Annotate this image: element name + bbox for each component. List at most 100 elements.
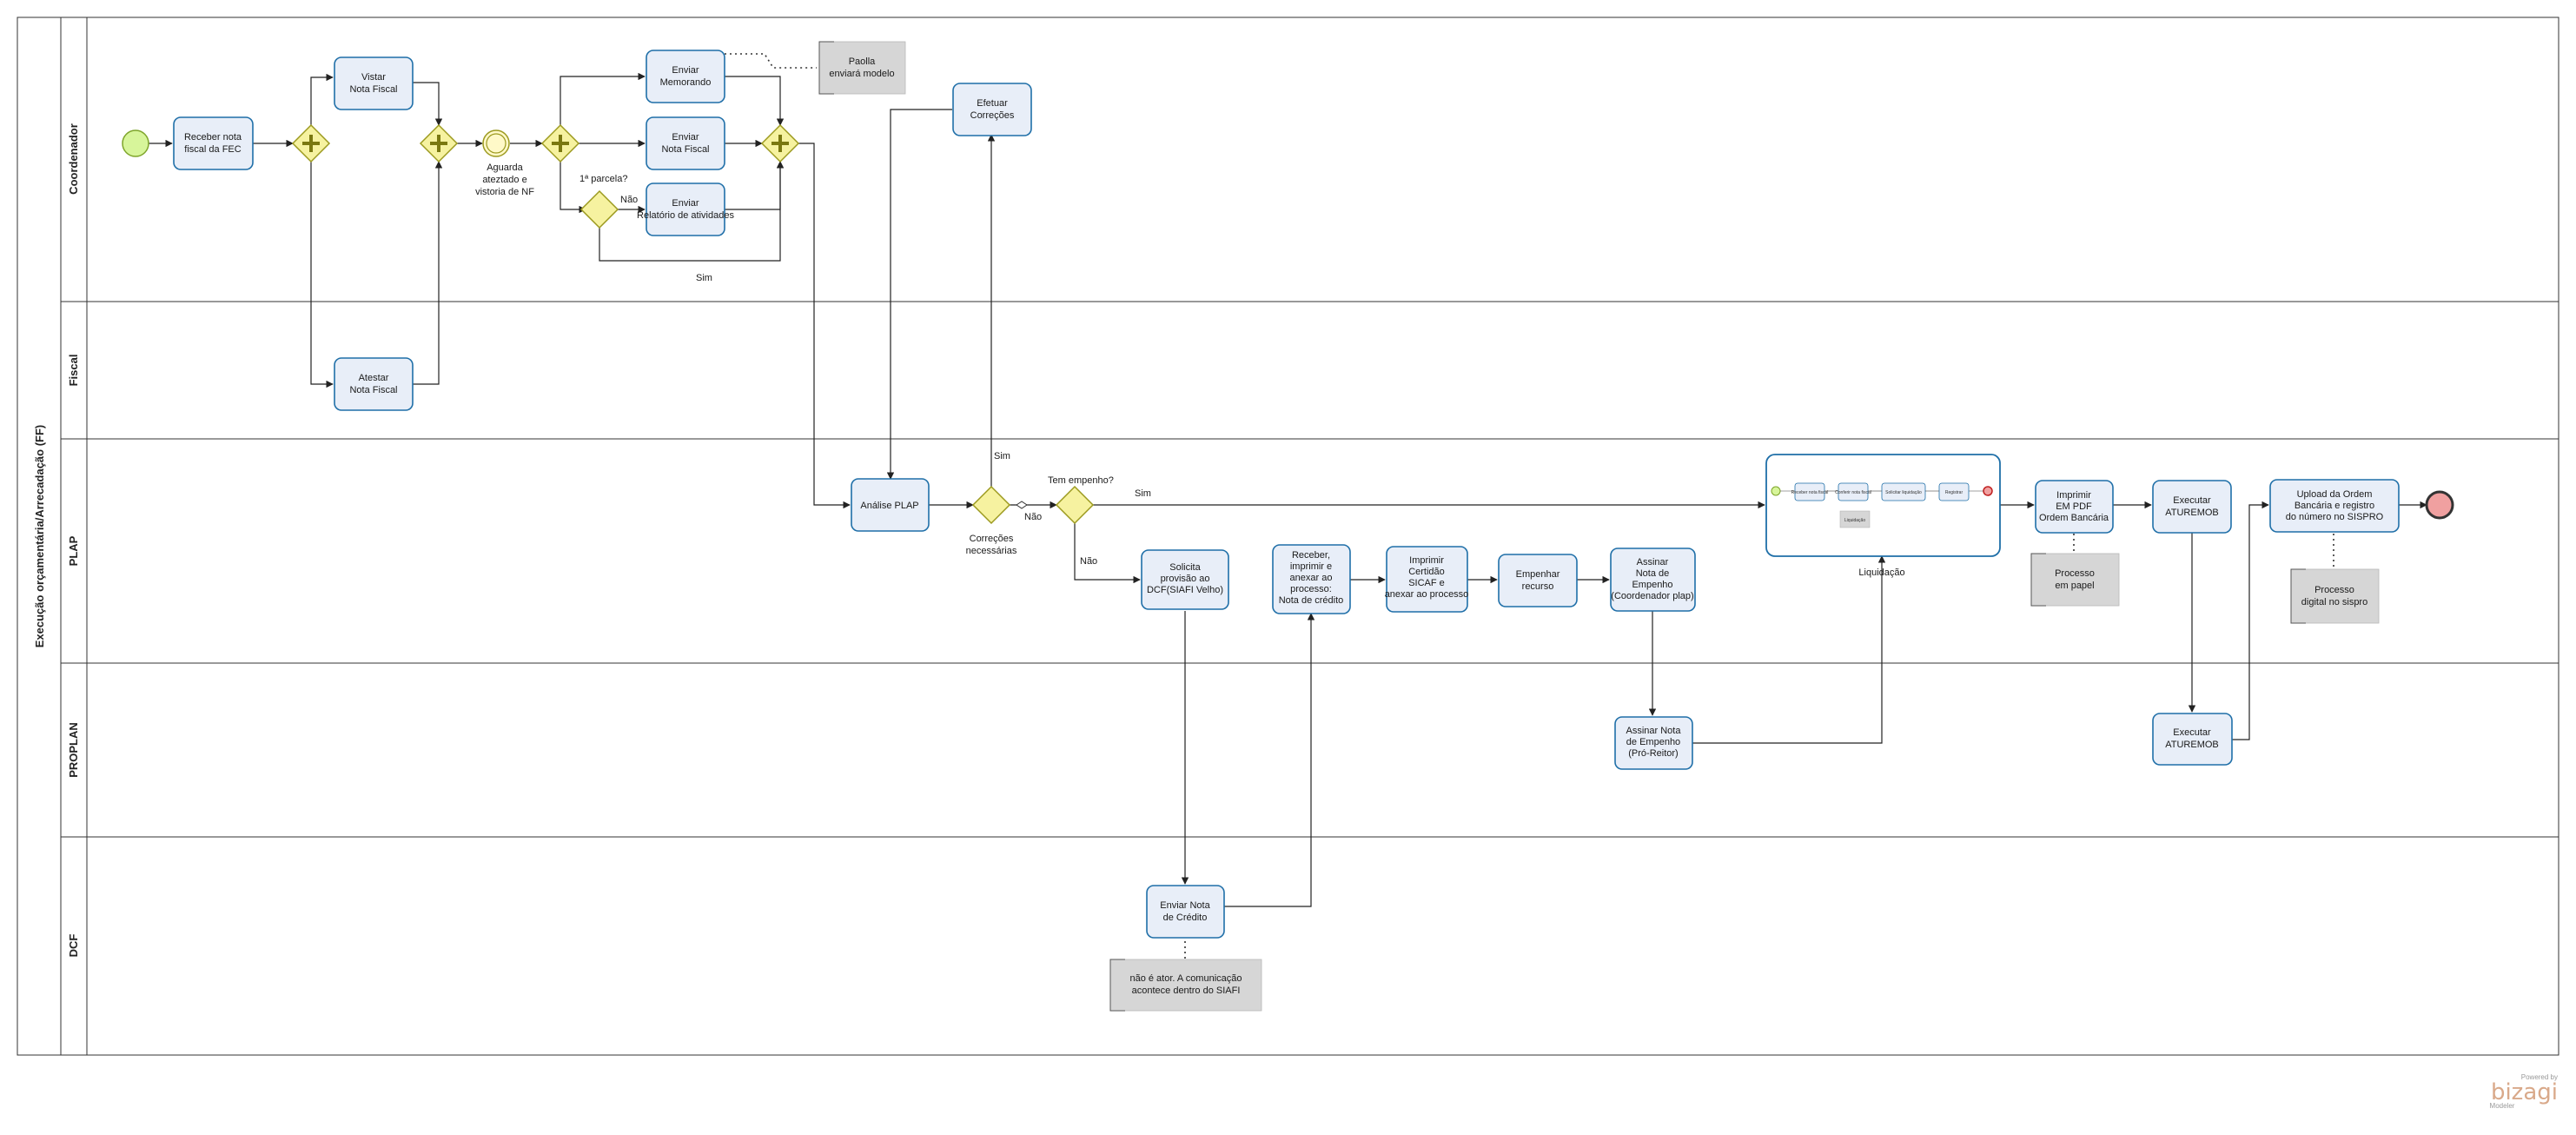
task-enviar-nota-fiscal[interactable] (646, 116, 725, 170)
parallel-gateway-join-2 (760, 123, 800, 163)
annotation-digital (2290, 568, 2380, 624)
mini-annotation-label: Liquidação (1844, 518, 1865, 523)
mini-annotation (1839, 510, 1871, 528)
label-analise-plap: Análise PLAP (860, 501, 918, 511)
task-enviar-memorando[interactable] (646, 50, 725, 103)
label-aguarda-line-1: Aguarda (487, 163, 523, 173)
label-assinar-pro-line-1: Assinar Nota (1626, 726, 1682, 736)
label-nao-correcoes: Não (1024, 512, 1042, 522)
bizagi-logo: Powered by bizagi Modeler (2490, 1073, 2558, 1110)
task-receber-nota[interactable] (173, 116, 254, 170)
brand-product: Modeler (2490, 1102, 2515, 1110)
label-assinar-pro-line-2: de Empenho (1626, 737, 1680, 747)
subprocess-liquidacao[interactable]: Receber nota fiscal Conferir nota fiscal… (1765, 454, 2001, 557)
mini-task-2-label: Conferir nota fiscal (1835, 490, 1871, 495)
lane-label-proplan: PROPLAN (67, 722, 80, 778)
task-enviar-relatorio[interactable] (646, 183, 725, 236)
label-efetuar-correcoes-line-1: Efetuar (977, 98, 1008, 109)
task-assinar-coord[interactable] (1610, 548, 1696, 612)
label-receber-imprimir-line-1: Receber, (1292, 550, 1330, 561)
label-vistar-nota-line-1: Vistar (361, 72, 386, 83)
label-imprimir-em-line-3: Ordem Bancária (2039, 513, 2109, 523)
task-imprimir-em[interactable] (2035, 480, 2114, 534)
task-solicita-provisao[interactable] (1141, 549, 1229, 610)
label-imprimir-em-line-2: EM PDF (2056, 501, 2092, 512)
mini-task-2 (1838, 482, 1869, 501)
task-executar-proplan[interactable] (2152, 713, 2233, 766)
label-imprimir-certidao-line-2: Certidão (1408, 567, 1445, 577)
task-receber-imprimir[interactable] (1272, 544, 1351, 614)
task-empenhar-recurso[interactable] (1498, 554, 1578, 607)
mini-start-event (1771, 486, 1781, 496)
label-upload-line-2: Bancária e registro (2295, 501, 2374, 511)
label-empenhar-recurso-line-1: Empenhar (1516, 569, 1560, 580)
label-annotation-paolla-line-1: Paolla (849, 56, 876, 67)
task-upload[interactable] (2269, 479, 2400, 533)
label-sim-empenho: Sim (1135, 488, 1151, 499)
label-imprimir-certidao-line-4: anexar ao processo (1385, 589, 1469, 600)
label-solicita-provisao-line-1: Solicita (1169, 562, 1201, 573)
pool: Execução orçamentária/Arrecadação (FF) C… (17, 17, 2559, 1056)
sequence-flows (149, 72, 2427, 907)
label-imprimir-certidao-line-1: Imprimir (1409, 555, 1444, 566)
powered-by: Powered by (2521, 1073, 2558, 1081)
label-receber-imprimir-line-5: Nota de crédito (1279, 595, 1344, 606)
lane-label-fiscal: Fiscal (67, 355, 80, 387)
mini-task-3-label: Solicitar liquidação (1885, 490, 1922, 495)
mini-task-1-label: Receber nota fiscal (1791, 490, 1829, 495)
label-vistar-nota-line-2: Nota Fiscal (349, 84, 397, 95)
task-atestar-nota[interactable] (334, 357, 414, 411)
label-analise-plap-line-1: Análise PLAP (860, 501, 918, 511)
task-vistar-nota[interactable] (334, 56, 414, 110)
label-executar-proplan-line-2: ATUREMOB (2165, 740, 2219, 750)
label-assinar-coord-line-3: Empenho (1632, 580, 1672, 590)
task-enviar-nota-credito[interactable] (1146, 885, 1225, 939)
brand-name: bizagi (2491, 1079, 2558, 1105)
label-receber-imprimir-line-2: imprimir e (1290, 561, 1332, 572)
task-imprimir-certidao[interactable] (1386, 546, 1468, 613)
mini-task-4 (1938, 482, 1970, 501)
task-assinar-pro[interactable] (1614, 716, 1693, 770)
label-primeira-parcela: 1ª parcela? (579, 174, 627, 184)
annotations (818, 41, 2380, 1012)
mini-task-4-label: Registrar (1945, 490, 1963, 495)
label-annotation-nao-ator-line-1: não é ator. A comunicação (1129, 973, 1242, 984)
label-executar-plap-line-2: ATUREMOB (2165, 508, 2219, 518)
tasks (173, 50, 2400, 939)
task-analise-plap[interactable] (851, 478, 930, 532)
flow-labels: 1ª parcela? Não Sim Sim Não Tem empenho?… (579, 174, 1151, 567)
label-annotation-papel-line-1: Processo (2055, 568, 2095, 579)
label-receber-nota-line-1: Receber nota (184, 132, 242, 143)
task-efetuar-correcoes[interactable] (952, 83, 1032, 136)
label-annotation-papel-line-2: em papel (2055, 581, 2094, 591)
end-event (2425, 490, 2454, 520)
label-assinar-coord-line-4: (Coordenador plap) (1611, 591, 1693, 601)
label-executar-proplan-line-1: Executar (2173, 727, 2211, 738)
label-annotation-digital-line-1: Processo (2314, 585, 2354, 595)
task-executar-plap[interactable] (2152, 480, 2232, 534)
start-event (122, 129, 149, 157)
events (122, 129, 2454, 520)
label-atestar-nota-line-1: Atestar (359, 373, 389, 383)
label-correcoes-line-1: Correções (970, 534, 1014, 544)
label-solicita-provisao-line-3: DCF(SIAFI Velho) (1147, 585, 1223, 595)
lane-label-coordenador: Coordenador (67, 123, 80, 195)
subprocess-label: Liquidação (1858, 568, 1904, 578)
label-annotation-digital-line-2: digital no sispro (2301, 597, 2367, 607)
label-tem-empenho: Tem empenho? (1048, 475, 1114, 486)
label-annotation-digital: Processo digital no sispro (2301, 585, 2367, 607)
